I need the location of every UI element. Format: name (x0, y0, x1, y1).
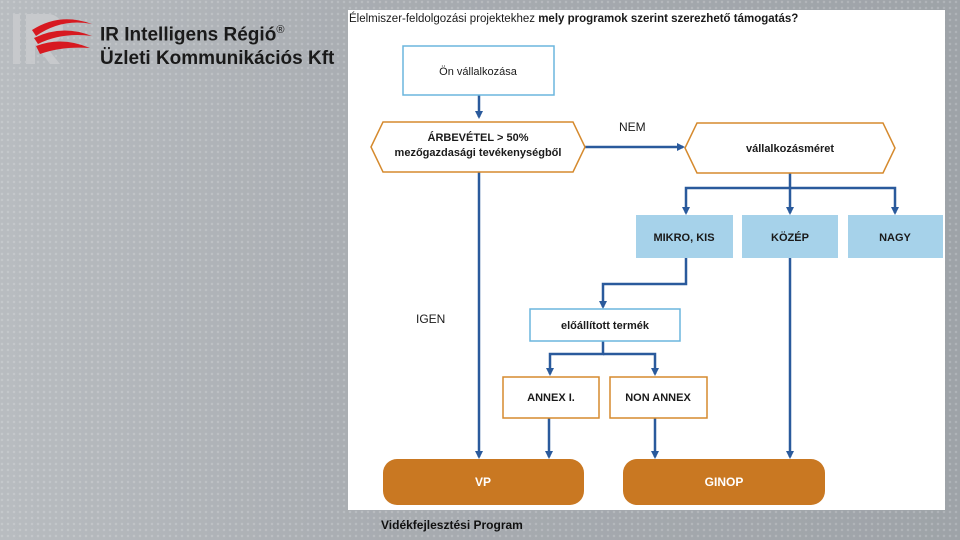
product-node (529, 308, 681, 342)
connectors (475, 95, 899, 459)
ginop-label: GINOP (705, 475, 744, 489)
decision-line1: ÁRBEVÉTEL > 50% (428, 131, 529, 144)
start-node (402, 45, 555, 96)
footer-caption: Vidékfejlesztési Program (381, 518, 523, 532)
micro-small-node (636, 215, 733, 258)
company-size-label: vállalkozásméret (746, 143, 834, 155)
arrow-size-to-large (790, 186, 899, 215)
ginop-outcome-node (623, 459, 825, 505)
start-node-label: Ön vállalkozása (439, 66, 518, 78)
large-node (848, 215, 943, 258)
vp-label: VP (475, 475, 491, 489)
edge-label-no: NEM (619, 120, 646, 134)
medium-label: KÖZÉP (771, 231, 809, 244)
arrow-size-to-micro (682, 173, 792, 215)
company-size-node (684, 122, 896, 174)
logo-company-name: IR Intelligens Régió® (100, 24, 285, 46)
ir-logo-mark (13, 14, 92, 64)
arrow-product-to-annex (546, 341, 605, 376)
revenue-decision-node (370, 121, 586, 173)
arrow-micro-to-product (599, 258, 688, 309)
vp-outcome-node (383, 459, 584, 505)
non-annex-node (609, 376, 708, 419)
non-annex-label: NON ANNEX (625, 392, 691, 404)
decision-line2: mezőgazdasági tevékenységből (395, 147, 562, 159)
large-label: NAGY (879, 232, 911, 244)
edge-label-yes: IGEN (416, 312, 445, 326)
medium-node (742, 215, 838, 258)
micro-small-label: MIKRO, KIS (653, 232, 714, 244)
annex-label: ANNEX I. (527, 392, 575, 404)
flowchart-title: Élelmiszer-feldolgozási projektekhez mel… (349, 13, 799, 25)
annex-node (502, 376, 600, 419)
logo-company-subtitle: Üzleti Kommunikációs Kft (100, 48, 335, 70)
arrow-product-to-nonannex (603, 352, 659, 376)
product-label: előállított termék (561, 320, 650, 332)
company-logo: IR Intelligens Régió® Üzleti Kommunikáci… (10, 8, 350, 70)
